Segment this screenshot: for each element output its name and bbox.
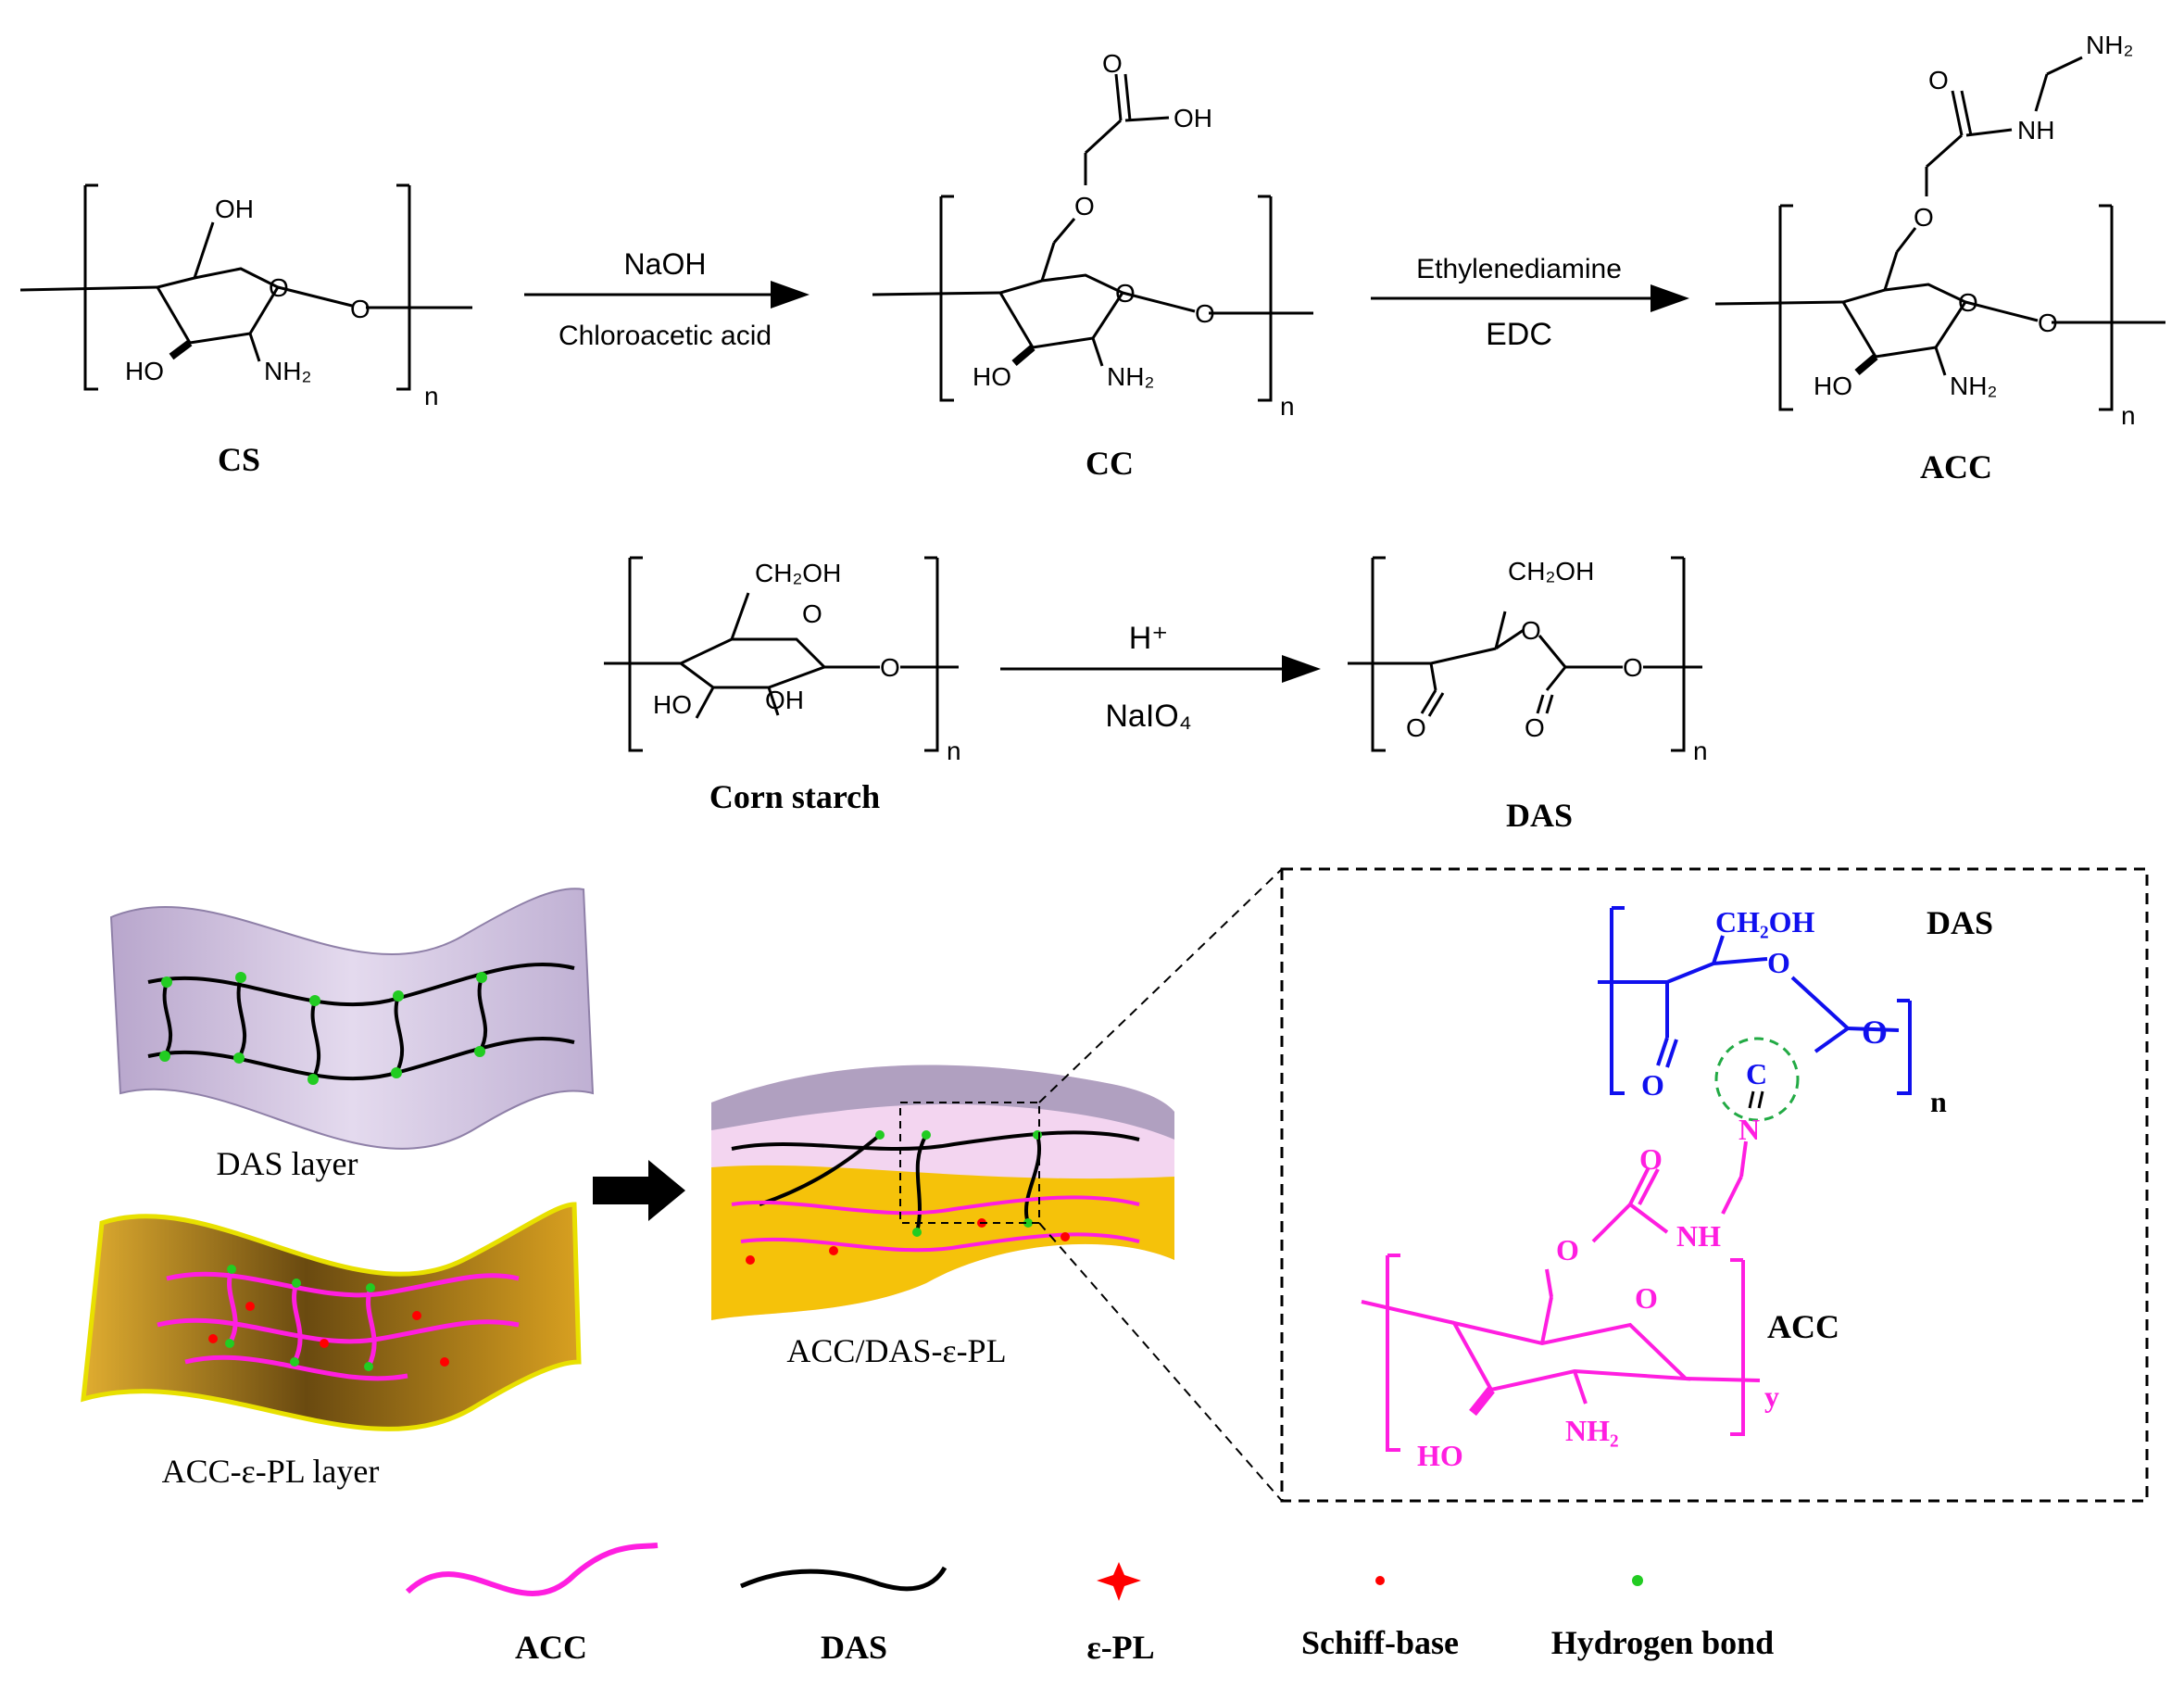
das-structure (1348, 556, 1702, 752)
acc-label: ACC (1920, 448, 1992, 485)
arrow3-bottom: NaIO₄ (1105, 699, 1191, 734)
acc-link-o: O (2038, 309, 2058, 337)
das-label: DAS (1506, 797, 1573, 834)
acc-amide-nh: NH (2017, 116, 2054, 145)
process-arrow (593, 1160, 685, 1221)
inset-das-ald-o: O (1641, 1068, 1664, 1102)
inset-das-ch2oh: CH₂OH (1715, 905, 1814, 939)
inset-imine-n: N (1738, 1113, 1760, 1146)
inset-acc-label: ACC (1767, 1308, 1839, 1345)
inset-das-ring-o: O (1767, 946, 1790, 979)
legend-schiff-label: Schiff-base (1301, 1624, 1459, 1661)
inset-acc-structure (1361, 1140, 1761, 1452)
starch-ch2oh: CH₂OH (755, 559, 841, 587)
das-aldehyde-o2: O (1525, 713, 1545, 742)
acc-structure (1714, 56, 2165, 411)
inset-das-label: DAS (1927, 904, 1993, 941)
acc-layer-label: ACC-ε-PL layer (162, 1453, 380, 1490)
inset-acc-ring-o: O (1635, 1281, 1658, 1315)
inset-das-c: C (1746, 1057, 1767, 1090)
zoom-line-top (1038, 868, 1283, 1103)
das-aldehyde-o1: O (1406, 713, 1426, 742)
inset-acc-y: y (1764, 1380, 1779, 1413)
imine-double-bond (1748, 1090, 1764, 1109)
composite-label: ACC/DAS-ε-PL (786, 1332, 1006, 1369)
acc-ho: HO (1814, 372, 1852, 400)
acc-nh2: NH₂ (1950, 372, 1997, 400)
inset-das-link-o: O (1862, 1014, 1888, 1051)
arrow2-bottom: EDC (1486, 317, 1552, 352)
arrow1-top: NaOH (624, 247, 707, 281)
cs-ho: HO (125, 357, 164, 385)
legend-das-swatch (739, 1566, 948, 1592)
inset-acc-ether-o: O (1556, 1233, 1579, 1266)
inset-das-structure (1598, 906, 1912, 1095)
starch-n: n (947, 737, 961, 765)
legend-das-label: DAS (821, 1629, 887, 1666)
schiff-base-highlight (1714, 1037, 1800, 1122)
starch-link-o: O (880, 653, 900, 682)
inset-box (1280, 867, 2149, 1503)
das-n: n (1693, 737, 1708, 765)
acc-n: n (2121, 401, 2136, 430)
acc-carbonyl-o: O (1928, 66, 1949, 94)
acc-nh2-top: NH₂ (2086, 31, 2133, 59)
corn-starch-structure (604, 556, 959, 752)
cc-structure (872, 73, 1313, 402)
starch-oh: OH (765, 686, 804, 714)
cs-structure (19, 183, 472, 391)
das-ring-o: O (1521, 616, 1541, 645)
inset-acc-nh: NH (1676, 1219, 1721, 1253)
starch-ring-o: O (802, 599, 822, 628)
legend-acc-swatch (405, 1543, 659, 1596)
legend-hbond-swatch (1632, 1575, 1643, 1586)
das-ch2oh: CH₂OH (1508, 557, 1594, 586)
cs-nh2: NH₂ (264, 357, 311, 385)
arrow3-top: H⁺ (1129, 621, 1169, 656)
legend-hbond-label: Hydrogen bond (1551, 1624, 1774, 1661)
cs-link-o: O (350, 295, 370, 323)
inset-acc-carbonyl-o: O (1639, 1142, 1663, 1176)
legend-schiff-swatch (1375, 1576, 1385, 1585)
acc-layer-sheet (81, 1202, 582, 1431)
legend-acc-label: ACC (515, 1629, 587, 1666)
cc-link-o: O (1195, 299, 1215, 328)
inset-acc-ho: HO (1417, 1439, 1463, 1472)
cc-n: n (1280, 392, 1295, 421)
inset-acc-nh2: NH₂ (1565, 1414, 1619, 1447)
cc-acid-oh: OH (1174, 104, 1212, 132)
arrow1-bottom: Chloroacetic acid (559, 321, 772, 351)
das-link-o: O (1623, 653, 1643, 682)
starch-ho: HO (653, 690, 692, 719)
legend-epl-label: ε-PL (1086, 1629, 1154, 1666)
legend-epl-swatch (1097, 1562, 1141, 1601)
das-layer-sheet (109, 888, 595, 1150)
cc-ring-o: O (1115, 279, 1136, 308)
legend: ACC DAS ε-PL Schiff-base Hydrogen bond (405, 1543, 1774, 1666)
cc-label: CC (1086, 445, 1134, 482)
inset-das-n: n (1930, 1085, 1947, 1118)
cc-carbonyl-o: O (1102, 49, 1123, 78)
cs-oh: OH (215, 195, 254, 223)
cs-ring-o: O (269, 273, 289, 302)
cc-nh2: NH₂ (1107, 362, 1154, 391)
composite-sheet (711, 1065, 1174, 1320)
corn-starch-label: Corn starch (709, 778, 880, 815)
cs-n: n (424, 382, 439, 410)
zoom-line-bottom (1038, 1222, 1283, 1502)
cs-label: CS (218, 441, 260, 478)
das-layer-label: DAS layer (217, 1145, 358, 1182)
acc-ether-o: O (1914, 203, 1934, 232)
cc-ether-o: O (1074, 192, 1095, 220)
arrow2-top: Ethylenediamine (1416, 254, 1622, 284)
cc-ho: HO (973, 362, 1011, 391)
acc-ring-o: O (1958, 288, 1978, 317)
